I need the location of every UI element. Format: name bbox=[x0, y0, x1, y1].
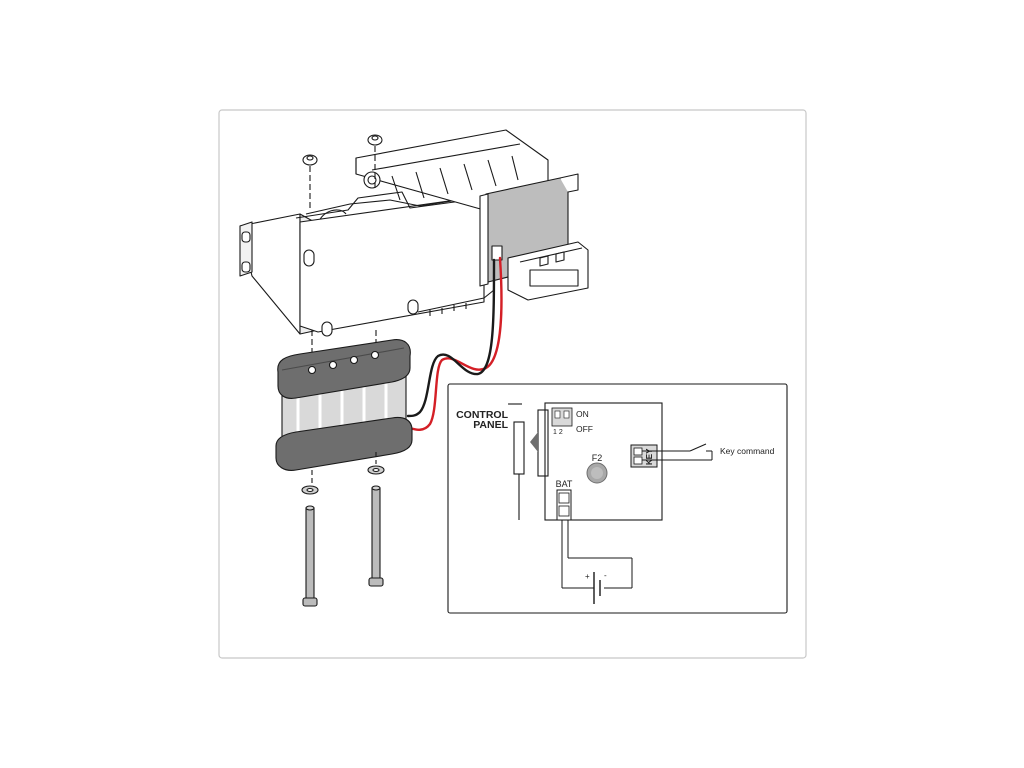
control-panel-label-line2: PANEL bbox=[473, 419, 508, 431]
upper-nut-right bbox=[367, 134, 383, 190]
battery-pack bbox=[275, 339, 413, 471]
fuse-f2: F2 bbox=[586, 453, 608, 484]
battery-wiring bbox=[561, 520, 633, 604]
upper-nut-left bbox=[302, 154, 318, 210]
dip-switch: 1 2 ON OFF bbox=[551, 407, 593, 436]
board-edge-connector bbox=[537, 409, 549, 477]
battery-minus-label: - bbox=[604, 571, 607, 580]
control-unit-housing bbox=[295, 129, 549, 337]
washer-left bbox=[301, 485, 319, 495]
fuse-label: F2 bbox=[592, 453, 603, 463]
screw-right bbox=[368, 485, 384, 587]
board-outline bbox=[544, 402, 663, 521]
board-arrow-icon bbox=[530, 432, 538, 452]
black-wire bbox=[406, 258, 496, 418]
key-command-wiring bbox=[642, 443, 713, 461]
battery-plus-label: + bbox=[585, 572, 590, 581]
battery-bottom-cap bbox=[275, 416, 413, 471]
control-panel-label: CONTROL bbox=[456, 409, 508, 421]
dip-on-label: ON bbox=[576, 409, 589, 419]
red-wire bbox=[408, 256, 503, 431]
lower-screws bbox=[301, 452, 385, 607]
control-panel-edge bbox=[513, 421, 525, 475]
key-label: KEY bbox=[645, 448, 654, 465]
screw-left bbox=[302, 505, 318, 607]
terminal-block bbox=[507, 241, 589, 301]
dip-off-label: OFF bbox=[576, 424, 593, 434]
dip-switch-numbers: 1 2 bbox=[553, 429, 563, 436]
battery-wires bbox=[406, 256, 503, 431]
bat-connector: BAT bbox=[556, 479, 573, 521]
key-connector: KEY bbox=[630, 444, 658, 468]
wiring-schematic: CONTROL PANEL 1 2 ON OFF F2 bbox=[447, 383, 788, 614]
key-command-label: Key command bbox=[720, 446, 775, 456]
exploded-assembly bbox=[239, 129, 589, 372]
washer-right bbox=[367, 465, 385, 475]
bat-label: BAT bbox=[556, 479, 573, 489]
